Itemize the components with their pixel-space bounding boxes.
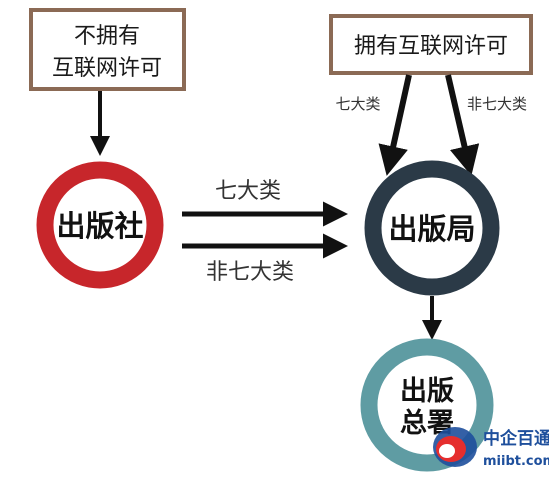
arrow-license-to-bureau-right — [445, 74, 480, 176]
edge-label-non-seven-right: 非七大类 — [467, 95, 527, 113]
box-no-license — [29, 8, 186, 91]
watermark-brand: 中企百通 — [483, 428, 549, 449]
edge-label-non-seven: 非七大类 — [206, 260, 294, 285]
edge-label-seven: 七大类 — [215, 179, 281, 204]
box-has-license — [329, 14, 533, 75]
edge-label-seven-left: 七大类 — [335, 95, 380, 113]
box-no-license-line1: 不拥有 — [74, 24, 140, 49]
node-publisher — [36, 161, 164, 289]
node-bureau — [364, 160, 500, 296]
node-head-office-line1: 出版 — [400, 376, 454, 407]
watermark-url: miibt.com — [483, 454, 549, 469]
node-publisher-label: 出版社 — [56, 209, 143, 243]
box-no-license-line2: 互联网许可 — [52, 56, 162, 81]
watermark-logo-icon — [433, 427, 477, 467]
node-bureau-label: 出版局 — [388, 212, 475, 246]
arrow-license-to-bureau-left — [378, 74, 412, 176]
box-has-license-text: 拥有互联网许可 — [354, 34, 508, 59]
